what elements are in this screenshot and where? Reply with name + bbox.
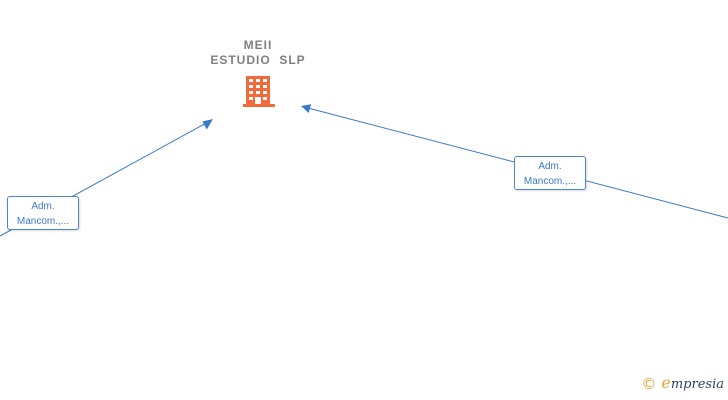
- edge-label-right[interactable]: Adm. Mancom.,...: [514, 156, 586, 190]
- edge-label-left[interactable]: Adm. Mancom.,...: [7, 196, 79, 230]
- brand-logo: empresia: [661, 373, 724, 395]
- edge-label-role: Adm.: [31, 201, 55, 212]
- edge-label-role: Adm.: [538, 161, 562, 172]
- brand-logo-initial: e: [661, 373, 671, 392]
- arrowhead-left: [202, 119, 213, 130]
- company-name-line-2[interactable]: ESTUDIO SLP: [210, 53, 306, 67]
- arrowhead-right: [301, 104, 311, 113]
- watermark: © empresia: [641, 373, 724, 395]
- copyright-icon: ©: [641, 375, 657, 393]
- edge-label-detail: Mancom.,...: [16, 216, 70, 227]
- company-name-line-1[interactable]: MEII: [243, 38, 273, 52]
- brand-logo-rest: mpresia: [670, 377, 724, 392]
- edge-label-detail: Mancom.,...: [523, 176, 577, 187]
- building-icon[interactable]: [243, 76, 275, 107]
